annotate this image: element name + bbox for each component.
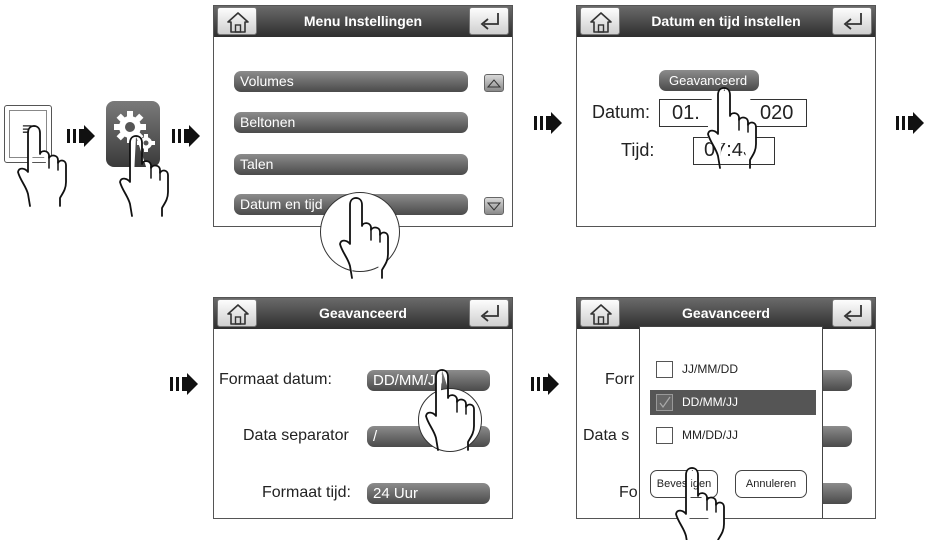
- home-icon: [227, 12, 249, 33]
- option-jj-mm-dd[interactable]: JJ/MM/DD: [650, 357, 816, 382]
- home-icon: [227, 304, 249, 325]
- advanced-popup-screen: Geavanceerd Forr Data s Fo JJ/MM/DD DD/M…: [576, 297, 876, 519]
- home-button[interactable]: [580, 299, 620, 327]
- screen-title: Geavanceerd: [319, 305, 407, 321]
- arrow-right-icon: [531, 373, 559, 395]
- date-value-right: 020: [760, 102, 794, 124]
- date-format-select[interactable]: DD/MM/JJ: [367, 370, 490, 391]
- scroll-up-button[interactable]: [484, 74, 504, 92]
- hand-pointer-icon: [339, 197, 389, 279]
- top-bar: Geavanceerd: [214, 298, 512, 329]
- back-button[interactable]: [832, 7, 872, 35]
- back-icon: [481, 12, 499, 30]
- menu-icon: ≡: [22, 119, 33, 139]
- hand-pointer-icon: [675, 467, 725, 540]
- home-button[interactable]: [217, 7, 257, 35]
- arrow-right-icon: [67, 125, 95, 147]
- arrow-right-icon: [534, 112, 562, 134]
- back-icon: [481, 304, 499, 322]
- top-bar: Menu Instellingen: [214, 6, 512, 37]
- top-bar: Datum en tijd instellen: [577, 6, 875, 37]
- time-label: Tijd:: [621, 140, 655, 160]
- hand-pointer-icon: [119, 135, 169, 217]
- time-field[interactable]: 07:43: [693, 137, 775, 165]
- checkbox-icon: [656, 427, 673, 444]
- arrow-right-icon: [170, 373, 198, 395]
- home-button[interactable]: [217, 299, 257, 327]
- cancel-button[interactable]: Annuleren: [735, 470, 807, 498]
- option-mm-dd-jj[interactable]: MM/DD/JJ: [650, 423, 816, 448]
- date-label: Datum:: [592, 102, 651, 122]
- menu-item-beltonen[interactable]: Beltonen: [234, 112, 468, 133]
- hand-pointer-icon: [707, 87, 757, 169]
- screen-title: Geavanceerd: [682, 305, 770, 321]
- home-icon: [590, 304, 612, 325]
- time-format-label-partial: Fo: [619, 484, 638, 501]
- separator-label-partial: Data s: [583, 427, 630, 444]
- arrow-right-icon: [896, 112, 924, 134]
- checkbox-checked-icon: [656, 394, 673, 411]
- advanced-button[interactable]: Geavanceerd: [659, 70, 759, 91]
- back-icon: [844, 12, 862, 30]
- hand-pointer-icon: [425, 369, 475, 451]
- menu-settings-screen: Menu Instellingen Volumes Beltonen Talen…: [213, 5, 513, 227]
- menu-item-talen[interactable]: Talen: [234, 154, 468, 175]
- hand-pointer-icon: [17, 125, 67, 207]
- time-format-label: Formaat tijd:: [262, 484, 351, 501]
- home-icon: [590, 12, 612, 33]
- option-dd-mm-jj[interactable]: DD/MM/JJ: [650, 390, 816, 415]
- date-value-left: 01.: [672, 102, 700, 124]
- back-button[interactable]: [469, 7, 509, 35]
- triangle-up-icon: [486, 79, 502, 88]
- date-format-label-partial: Forr: [605, 371, 635, 388]
- date-format-dialog: JJ/MM/DD DD/MM/JJ MM/DD/JJ Bevestigen An…: [639, 326, 823, 518]
- back-button[interactable]: [832, 299, 872, 327]
- back-button[interactable]: [469, 299, 509, 327]
- menu-item-volumes[interactable]: Volumes: [234, 71, 468, 92]
- screen-title: Menu Instellingen: [303, 13, 423, 29]
- time-format-select[interactable]: 24 Uur: [367, 483, 490, 504]
- separator-label: Data separator: [243, 427, 349, 444]
- back-icon: [844, 304, 862, 322]
- datetime-screen: Datum en tijd instellen Geavanceerd Datu…: [576, 5, 876, 227]
- date-format-label: Formaat datum:: [219, 371, 332, 388]
- scroll-down-button[interactable]: [484, 197, 504, 215]
- checkbox-icon: [656, 361, 673, 378]
- screen-title: Datum en tijd instellen: [651, 13, 801, 29]
- triangle-down-icon: [486, 202, 502, 211]
- home-button[interactable]: [580, 7, 620, 35]
- arrow-right-icon: [172, 125, 200, 147]
- top-bar: Geavanceerd: [577, 298, 875, 329]
